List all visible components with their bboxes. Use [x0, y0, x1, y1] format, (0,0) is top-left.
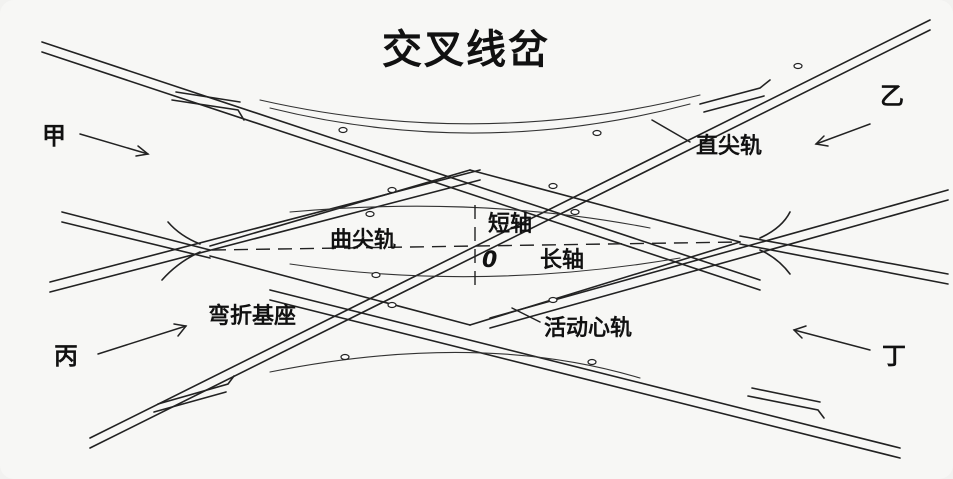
arrow-yi-icon: [814, 123, 871, 147]
short-axis-label: 短轴: [488, 212, 533, 237]
direction-ding-label: 丁: [882, 342, 906, 370]
long-axis-label: 长轴: [540, 248, 585, 273]
pointer-movable-frog-icon: [511, 307, 541, 323]
guard-rails: [153, 79, 825, 419]
crossing-diverging-rails: [61, 169, 949, 326]
arrow-jia-icon: [79, 133, 150, 157]
direction-jia-label: 甲: [42, 122, 66, 150]
arrow-ding-icon: [792, 325, 871, 351]
rail-bolts: [338, 62, 803, 366]
main-rails-diagonal-b: [49, 19, 949, 449]
pointer-straight-point-icon: [651, 119, 691, 143]
bend-seat-label: 弯折基座: [208, 304, 297, 329]
center-mark-label: 0: [482, 248, 498, 273]
direction-bing-label: 丙: [54, 342, 78, 370]
diagram-title: 交叉线岔: [382, 27, 550, 73]
movable-frog-label: 活动心轨: [544, 316, 633, 341]
direction-yi-label: 乙: [880, 82, 904, 110]
arrow-bing-icon: [97, 323, 188, 355]
straight-point-label: 直尖轨: [696, 134, 763, 159]
curved-point-label: 曲尖轨: [330, 228, 397, 253]
point-rail-curves: [259, 94, 701, 379]
long-axis-line: [211, 241, 741, 251]
main-rails-diagonal-a: [41, 41, 901, 459]
direction-arrows: [79, 119, 871, 355]
